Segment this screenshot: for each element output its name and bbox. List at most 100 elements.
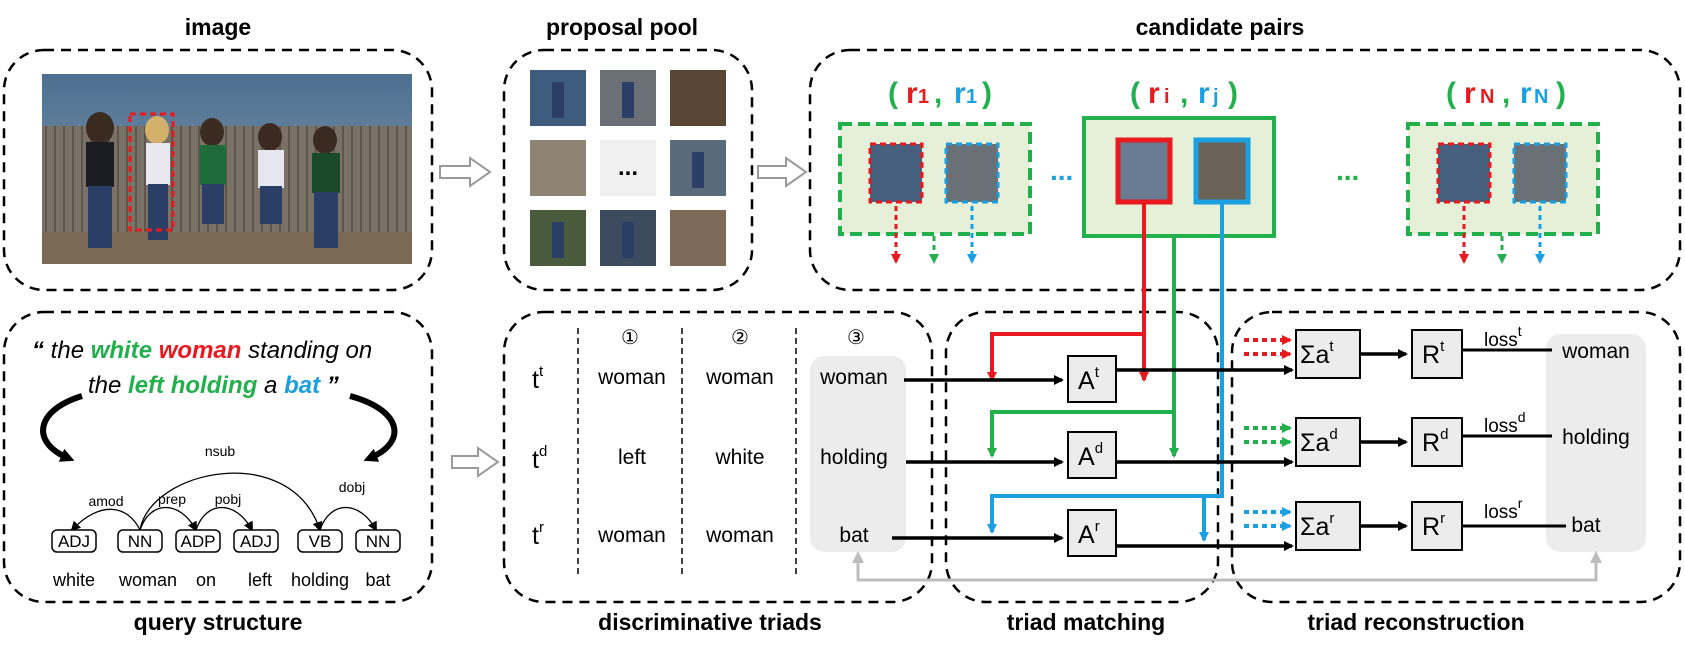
output-word: woman [1561,340,1630,363]
parse-word: holding [291,570,349,590]
svg-text:“ the: “ the white woman standing on [32,337,372,364]
sum-blocks: Σat Σad Σar [1295,329,1361,551]
attention-block-r [1067,509,1117,557]
sum-label-r: Σar [1300,510,1334,541]
curve-arrow-right [349,393,398,462]
pair-n-label: ( r N , r N ) [1446,77,1566,110]
loss-lines [1462,348,1566,528]
panel-query-structure [2,310,434,604]
sum-label-d: Σad [1300,426,1338,457]
pos-tags: ADJ NN ADP ADJ VB NN [51,529,401,553]
matching-blocks: At Ad Ar [1067,355,1117,557]
input-photo [42,74,412,264]
triad-col-number: ② [731,325,749,349]
pos-tag: ADJ [240,532,272,551]
pair-n [1406,122,1600,264]
svg-text:1: 1 [966,86,977,108]
attention-label-r: Ar [1078,518,1100,549]
proposal-thumb [530,140,586,196]
pos-tag: ADJ [58,532,90,551]
recon-blocks: Rt Rd Rr [1411,329,1463,551]
attention-block-d [1067,431,1117,479]
triad-row-labels: tt td tr [532,363,547,550]
svg-text:): ) [982,77,992,110]
triad-cells: woman woman woman left white holding wom… [597,366,888,547]
title-image: image [185,14,251,40]
parse-word: on [196,570,216,590]
parse-word: white [52,570,95,590]
matching-to-sum-arrows [1116,365,1294,551]
svg-text:,: , [934,77,942,110]
pos-tag: NN [366,532,391,551]
output-panel [1546,334,1646,552]
panel-triad-reconstruction [1230,310,1682,604]
svg-text:N: N [1480,86,1494,108]
panel-candidate-pairs [808,48,1682,292]
svg-text:the left: the left holding a bat ” [88,372,339,399]
proposal-grid: ... [530,70,726,266]
triad-cell: woman [819,366,888,389]
selected-triad-column [810,356,906,552]
svg-text:N: N [1534,86,1548,108]
svg-text:r: r [1198,77,1210,110]
svg-text:,: , [1180,77,1188,110]
svg-text:r: r [1520,77,1532,110]
attention-label-d: Ad [1078,440,1103,471]
output-word: holding [1562,426,1630,449]
pair-i-connectors [987,202,1224,542]
curve-arrow-left [40,393,83,462]
triad-row-label: tt [532,363,544,394]
flow-arrow-image-to-pool [439,156,492,188]
proposal-ellipsis: ... [618,154,638,181]
svg-text:1: 1 [918,86,929,108]
title-triad-matching: triad matching [1007,609,1165,635]
svg-text:(: ( [1446,77,1456,110]
recon-block-d [1411,417,1463,467]
pair-dots-1: ... [1050,155,1073,186]
pos-tag: NN [128,532,153,551]
recon-block-t [1411,329,1463,379]
triad-cell: bat [839,524,868,547]
svg-text:(: ( [1130,77,1140,110]
feedback-arrow [852,551,1602,582]
attention-block-t [1067,355,1117,403]
parse-words: white woman on left holding bat [52,570,391,590]
triad-row-label: tr [532,519,544,550]
flow-arrow-pool-to-pairs [757,156,808,188]
output-word: bat [1571,514,1600,537]
sum-block-t [1295,329,1361,379]
svg-text:): ) [1556,77,1566,110]
svg-text:,: , [1502,77,1510,110]
output-words: woman holding bat [1561,340,1630,537]
svg-text:(: ( [888,77,898,110]
svg-text:r: r [906,77,918,110]
title-triad-reconstruction: triad reconstruction [1307,609,1524,635]
triad-col-number: ③ [847,325,865,349]
loss-label-t: losst [1484,323,1522,351]
pair-1-label: ( r 1 , r 1 ) [888,77,992,110]
svg-text:r: r [1148,77,1160,110]
arc-label-dobj: dobj [339,479,365,495]
proposal-thumb [670,210,726,266]
triad-cell: woman [597,524,666,547]
title-discriminative-triads: discriminative triads [598,609,822,635]
parse-word: woman [118,570,177,590]
panel-image [2,48,434,292]
arc-label-amod: amod [88,493,123,509]
pair-dots-2: ... [1336,155,1359,186]
svg-text:r: r [1464,77,1476,110]
triad-column-dividers [577,328,797,578]
svg-text:r: r [954,77,966,110]
loss-labels: losst lossd lossr [1484,323,1526,523]
pair-i [1082,116,1276,238]
arc-label-pobj: pobj [215,491,241,507]
triad-cell: woman [705,366,774,389]
triad-row-label: td [532,443,547,474]
title-candidate-pairs: candidate pairs [1136,14,1305,40]
parse-word: bat [365,570,390,590]
recon-label-r: Rr [1422,510,1445,541]
panel-triad-matching [944,310,1220,604]
triad-cell: woman [597,366,666,389]
triad-cell: white [714,446,764,469]
svg-text:j: j [1212,86,1219,108]
